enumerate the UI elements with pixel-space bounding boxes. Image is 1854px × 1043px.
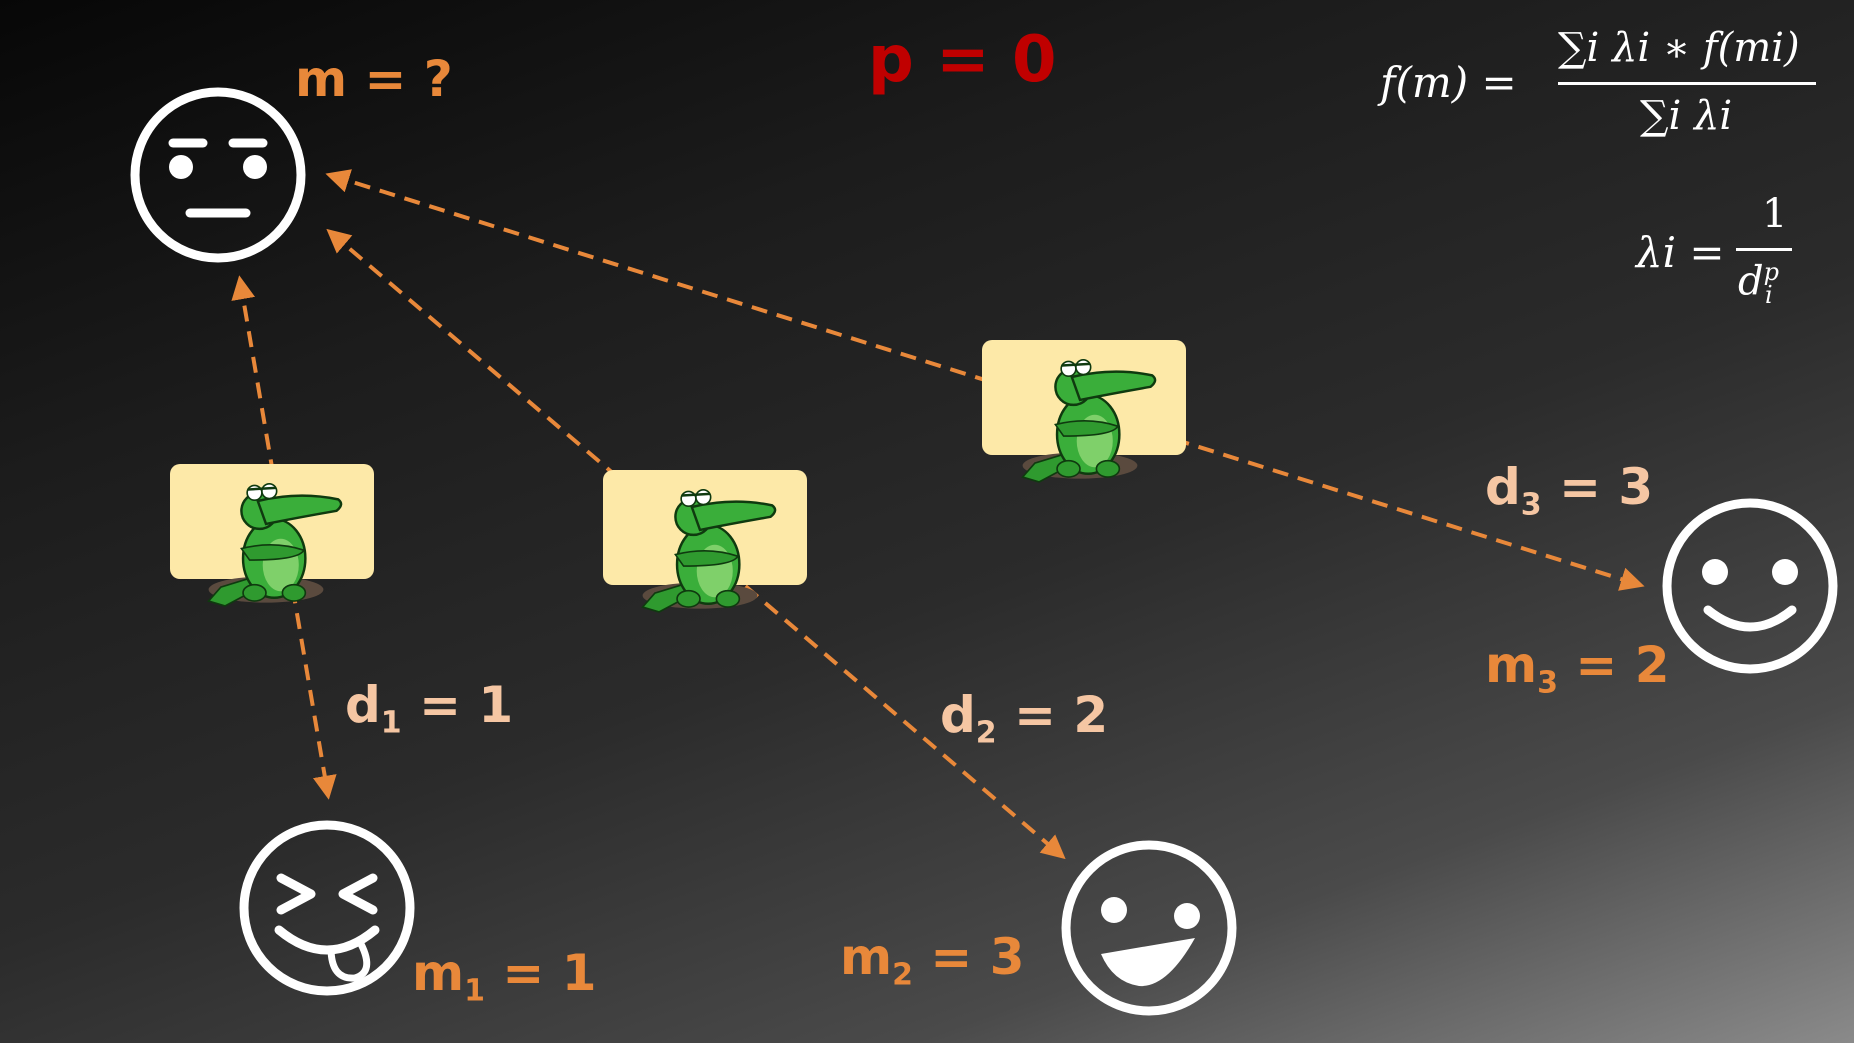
m-label-3: m3 = 2 [1485, 636, 1670, 701]
lambda-lhs: λi = [1636, 228, 1725, 277]
lambda-numerator: 1 [1762, 191, 1788, 237]
formula-numerator: ∑i λi ∗ f(mi) [1558, 25, 1800, 71]
smile-face-icon [1662, 498, 1838, 674]
distance-label-3: d3 = 3 [1485, 458, 1654, 523]
distance-label-2: d2 = 2 [940, 686, 1109, 751]
neutral-face-icon [130, 87, 306, 263]
crocodile-card-2 [603, 470, 807, 614]
grin-face-icon [1061, 840, 1237, 1016]
p-value-title: p = 0 [868, 23, 1057, 97]
lambda-denominator: dpi [1738, 258, 1779, 310]
formula-lhs: f(m) = [1380, 58, 1517, 107]
distance-label-1: d1 = 1 [345, 676, 514, 741]
m-label-2: m2 = 3 [840, 928, 1025, 993]
lambda-formula: λi = 1 dpi [1636, 194, 1796, 324]
formula-denominator: ∑i λi [1640, 93, 1733, 139]
crocodile-card-3 [982, 340, 1186, 484]
crocodile-card-1 [170, 464, 374, 608]
formula-fraction-bar [1558, 82, 1816, 85]
lambda-fraction-bar [1736, 248, 1792, 251]
m-label-1: m1 = 1 [412, 944, 597, 1009]
tongue-out-face-icon [239, 820, 415, 996]
weighted-average-formula: f(m) = ∑i λi ∗ f(mi) ∑i λi [1380, 28, 1820, 148]
query-label: m = ? [295, 50, 453, 108]
